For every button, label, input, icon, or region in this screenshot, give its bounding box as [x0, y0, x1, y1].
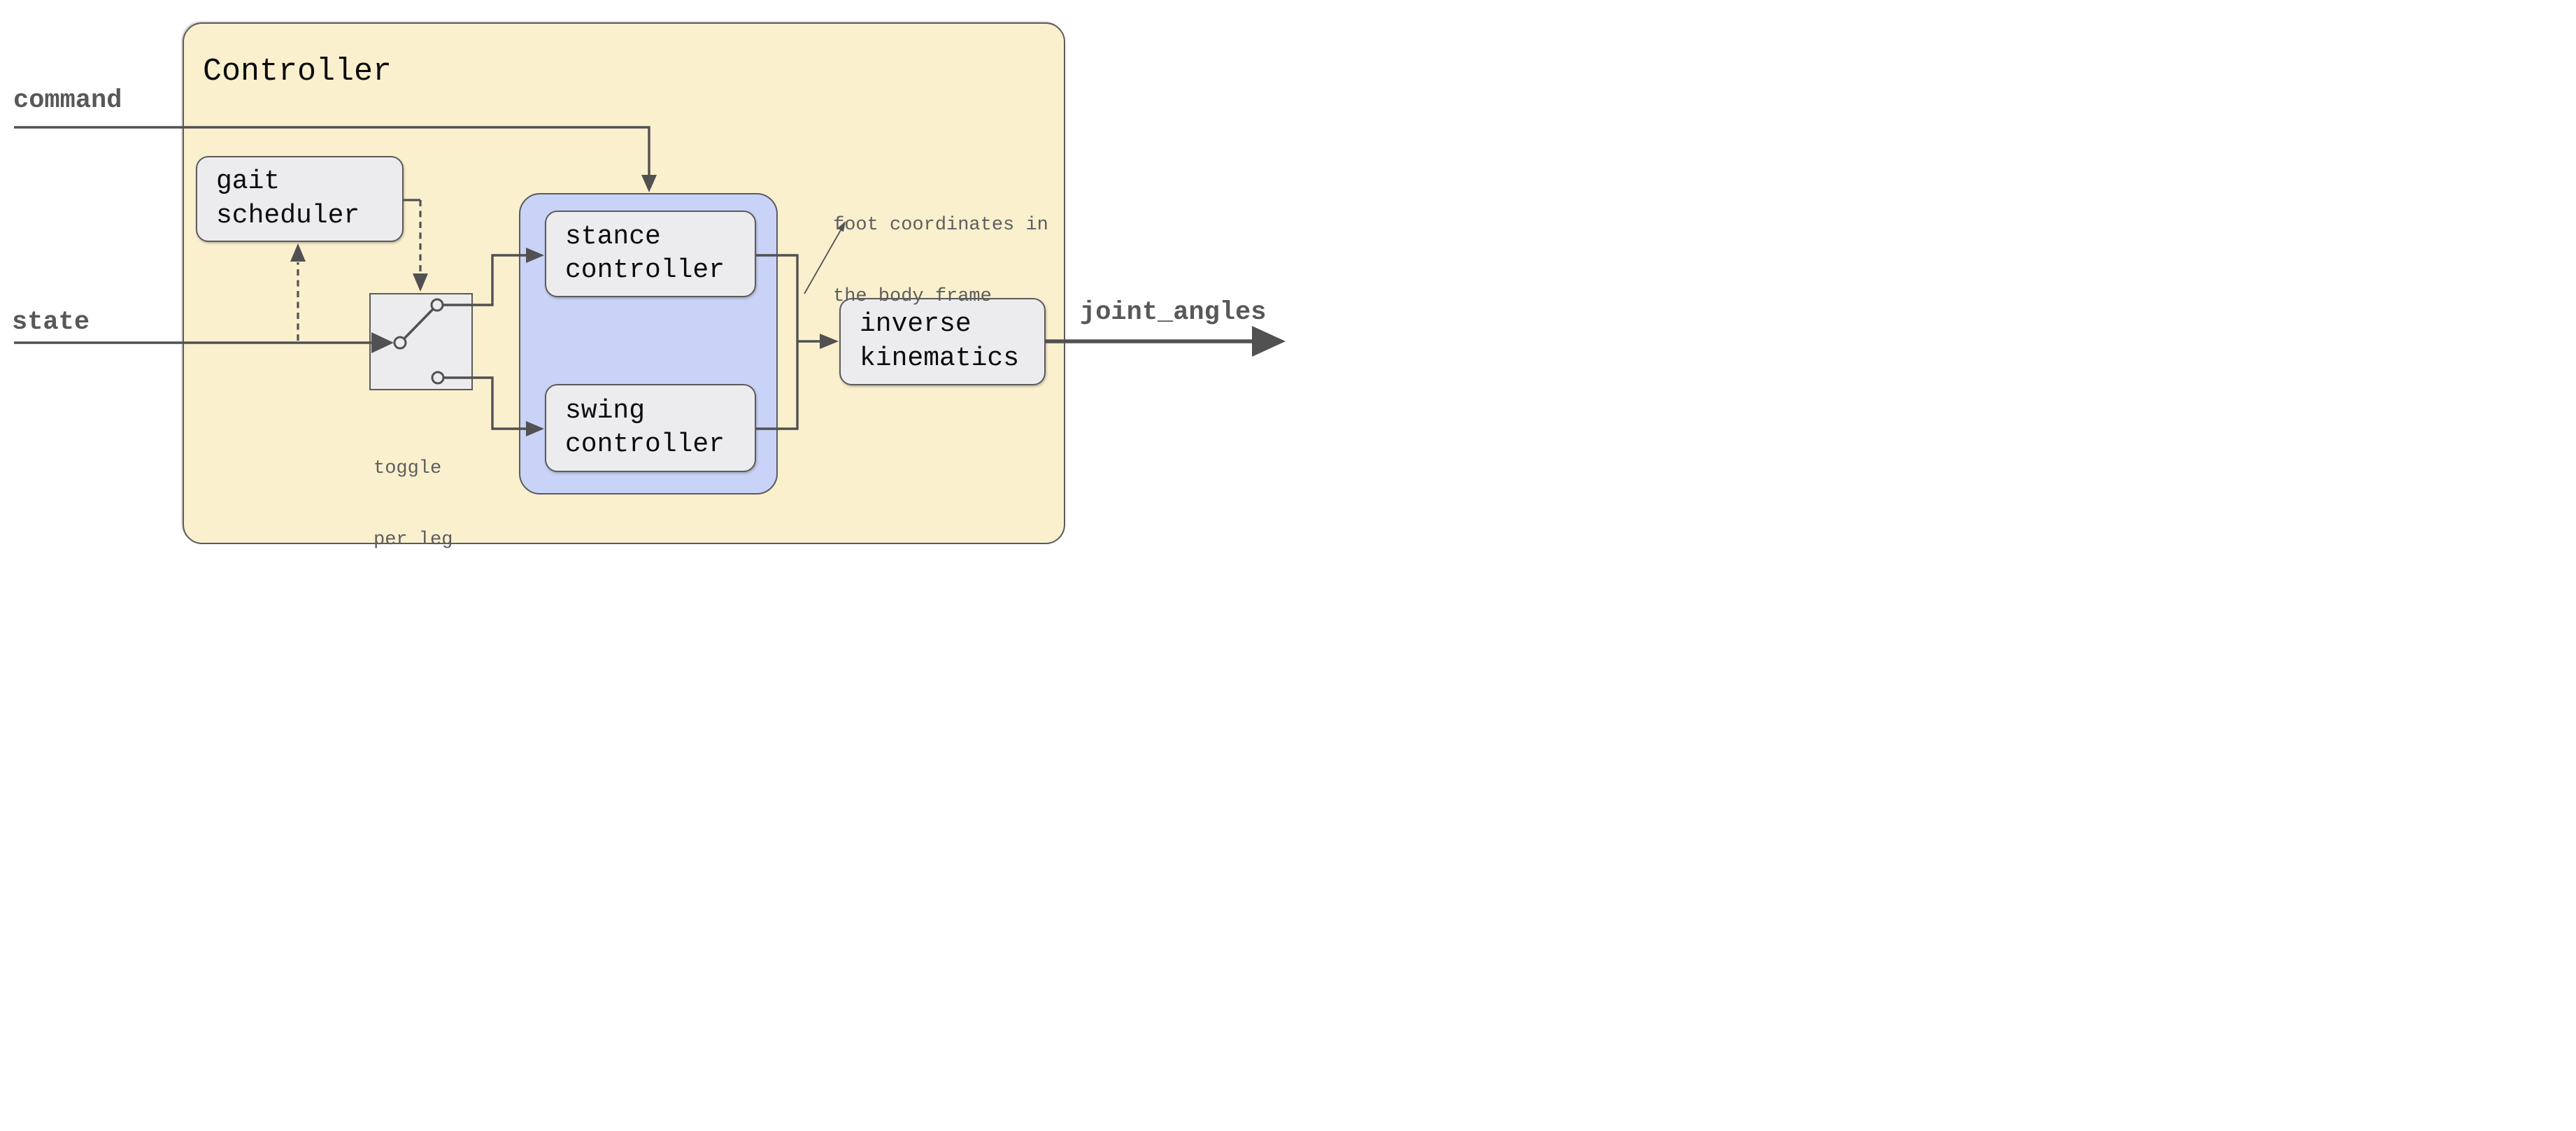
inverse-kinematics-label-line1: inverse: [860, 309, 972, 340]
toggle-per-leg-note-line2: per leg: [373, 529, 453, 551]
diagram-canvas: Controller command state joint_angles ga…: [0, 0, 1288, 566]
swing-controller-label-line1: swing: [565, 395, 646, 426]
stance-controller-block: stance controller: [545, 211, 756, 297]
swing-controller-block: swing controller: [545, 384, 756, 472]
controller-title: Controller: [203, 54, 392, 90]
inverse-kinematics-block: inverse kinematics: [839, 298, 1046, 385]
toggle-per-leg-note: toggle per leg: [373, 409, 453, 566]
swing-controller-label-line2: controller: [565, 429, 725, 460]
foot-coordinates-note: foot coordinates in the body frame: [833, 166, 1048, 356]
gait-scheduler-label-line2: scheduler: [216, 200, 360, 231]
inverse-kinematics-label-line2: kinematics: [860, 343, 1020, 374]
joint-angles-output-label: joint_angles: [1080, 298, 1267, 327]
state-input-label: state: [12, 308, 90, 337]
toggle-switch-block: [369, 293, 473, 390]
gait-scheduler-block: gait scheduler: [196, 156, 404, 242]
stance-controller-label-line2: controller: [565, 255, 725, 285]
gait-scheduler-label-line1: gait: [216, 166, 280, 197]
stance-controller-label-line1: stance: [565, 221, 661, 252]
foot-coordinates-note-line1: foot coordinates in: [833, 215, 1048, 236]
toggle-per-leg-note-line1: toggle: [373, 458, 442, 480]
command-input-label: command: [13, 86, 122, 115]
joint-angles-arrowhead-icon: [1252, 326, 1286, 357]
foot-coordinates-note-line2: the body frame: [833, 286, 992, 308]
